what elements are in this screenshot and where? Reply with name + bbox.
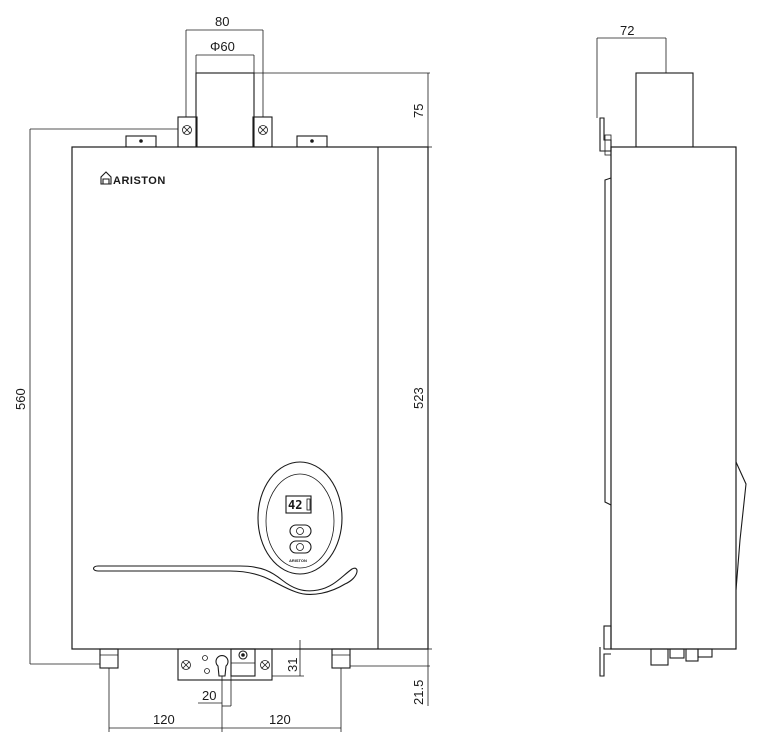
- dim-pipe-spacing-right: 120: [269, 712, 291, 727]
- dim-bottom-extension: 21.5: [411, 680, 426, 705]
- side-control-bulge: [735, 461, 747, 591]
- screw-icon: [181, 660, 191, 670]
- mount-hole-icon: [202, 655, 208, 661]
- dim-total-height: 560: [13, 388, 28, 410]
- control-panel: 42 ARISTON: [257, 461, 343, 575]
- dim-flue-diameter: Φ60: [210, 39, 235, 54]
- side-wall-bracket-bottom: [599, 647, 611, 677]
- side-bracket-bottom: [603, 625, 612, 650]
- dim-center-offset: 20: [202, 688, 216, 703]
- bottom-bracket: [177, 648, 273, 681]
- keyhole-icon: [215, 655, 229, 677]
- lcd-indicator: [306, 498, 311, 511]
- dim-flue-height: 75: [411, 104, 426, 118]
- screw-icon: [182, 125, 192, 135]
- plus-icon: [296, 527, 304, 535]
- side-pipe-b: [669, 648, 685, 659]
- side-pipe-a: [650, 648, 669, 666]
- hot-water-outlet: [331, 648, 351, 669]
- screw-icon: [260, 660, 270, 670]
- dimension-lines: 80 Φ60 75 523 21.5 560 31 20: [13, 14, 667, 732]
- cold-water-inlet: [99, 648, 119, 669]
- side-body: [610, 146, 737, 650]
- ariston-logo: ARISTON: [100, 171, 166, 187]
- dim-pipe-spacing-left: 120: [153, 712, 175, 727]
- flue-collar: [195, 72, 255, 148]
- side-flue-collar: [635, 72, 694, 148]
- dim-bottom-offset: 31: [285, 658, 300, 672]
- house-logo-icon: [100, 171, 112, 185]
- gas-fitting-nut-icon: [238, 650, 248, 660]
- dim-top-bracket-width: 80: [215, 14, 229, 29]
- control-panel-inner: [265, 473, 335, 569]
- dim-side-flue-width: 72: [620, 23, 634, 38]
- top-bracket-left: [177, 116, 198, 148]
- control-panel-outer: [257, 461, 343, 575]
- gas-fitting: [230, 648, 256, 677]
- side-lip-top: [604, 134, 612, 156]
- side-front-cover: [604, 177, 612, 506]
- front-view: ARISTON 42 ARISTON: [71, 72, 429, 681]
- dim-body-height: 523: [411, 387, 426, 409]
- mount-hole-icon: [204, 668, 210, 674]
- brand-name: ARISTON: [113, 175, 166, 187]
- side-pipe-d: [697, 648, 713, 658]
- side-pipe-c: [685, 648, 699, 662]
- tab-hole-icon: [310, 139, 314, 143]
- screw-icon: [258, 125, 268, 135]
- side-wall-bracket-top: [599, 117, 612, 152]
- top-bracket-right: [252, 116, 273, 148]
- side-view: [599, 72, 747, 677]
- temperature-down-button[interactable]: [289, 540, 312, 554]
- lcd-display: [285, 495, 312, 514]
- lcd-temperature: 42: [288, 498, 302, 512]
- minus-icon: [296, 543, 304, 551]
- temperature-up-button[interactable]: [289, 524, 312, 538]
- heater-body: [71, 146, 429, 650]
- panel-brand: ARISTON: [289, 558, 307, 563]
- swoosh-decoration: [92, 565, 358, 595]
- tab-hole-icon: [139, 139, 143, 143]
